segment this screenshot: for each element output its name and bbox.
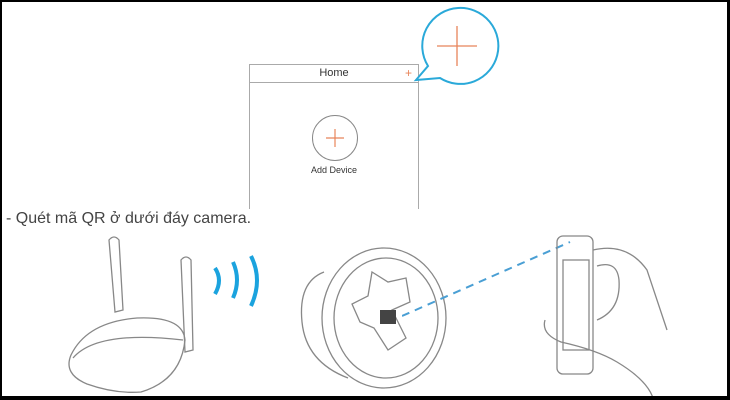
app-header-title: Home xyxy=(319,67,349,79)
plus-icon xyxy=(325,128,344,147)
page-frame: Home + Add Device - Quét mã QR ở dưới đá… xyxy=(2,2,727,396)
phone-in-hand-icon xyxy=(543,235,668,396)
app-screen-mockup: Home + Add Device xyxy=(249,64,419,209)
add-device-button[interactable] xyxy=(312,115,358,161)
wifi-signal-icon xyxy=(213,255,259,307)
instruction-text: - Quét mã QR ở dưới đáy camera. xyxy=(6,210,252,227)
add-device-label: Add Device xyxy=(310,165,358,175)
camera-icon xyxy=(300,247,447,389)
scan-line xyxy=(402,241,571,317)
add-plus-icon[interactable]: + xyxy=(404,66,412,80)
callout-plus-icon xyxy=(413,6,500,85)
router-icon xyxy=(68,236,194,393)
app-header: Home + xyxy=(250,65,418,83)
